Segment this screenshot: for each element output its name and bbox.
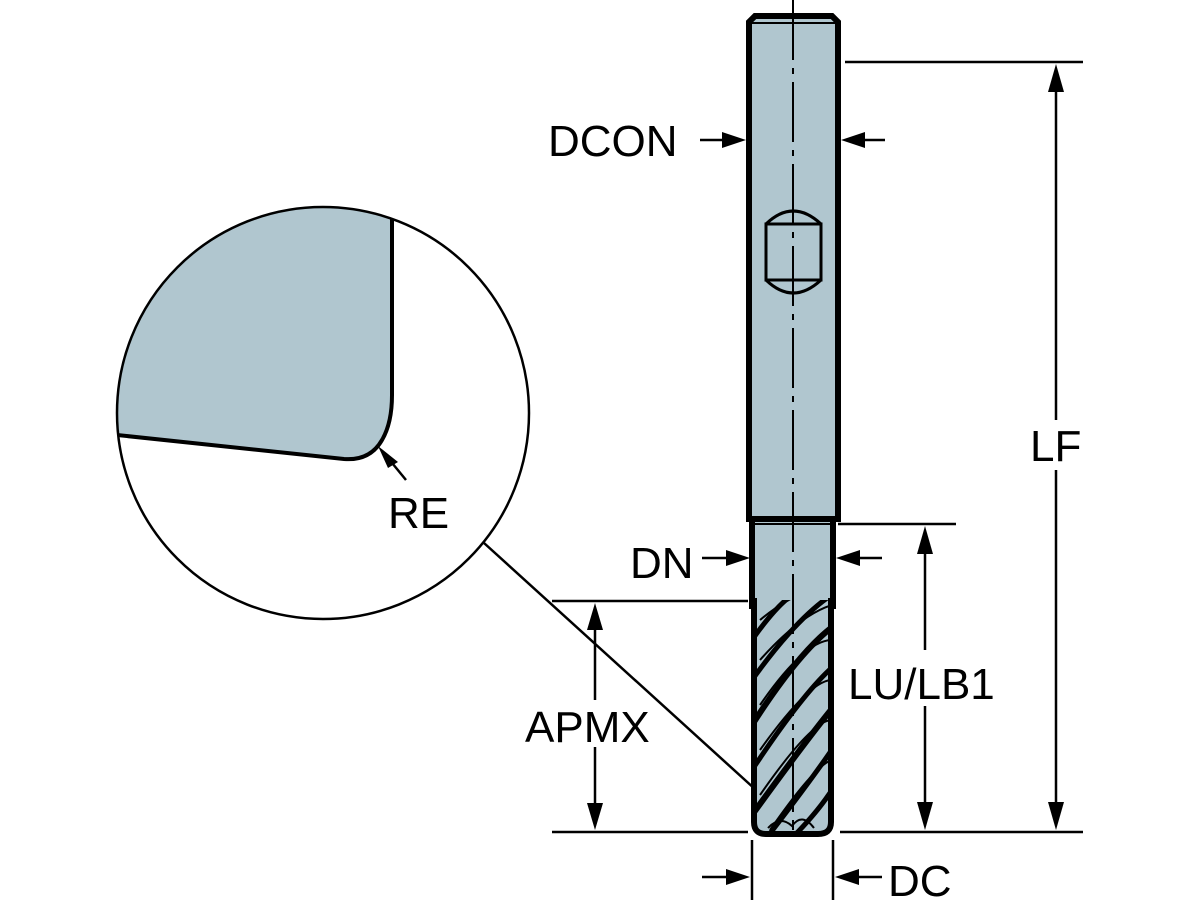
dcon-arrow-left-icon — [722, 132, 746, 148]
dc-arrow-right-icon — [835, 869, 859, 885]
dimension-lu-lb1: LU/LB1 — [838, 522, 995, 830]
apmx-arrow-down-icon — [587, 803, 603, 830]
dimension-lf: LF — [840, 60, 1088, 834]
corner-radius-detail-view: RE — [115, 205, 757, 791]
end-mill-tool — [746, 0, 841, 837]
label-dn: DN — [630, 539, 694, 588]
label-dcon: DCON — [548, 117, 678, 166]
lf-arrow-down-icon — [1048, 802, 1064, 830]
flutes — [751, 598, 834, 837]
re-arrow-icon — [378, 446, 398, 468]
dn-arrow-right-icon — [836, 550, 860, 566]
dc-arrow-left-icon — [726, 869, 750, 885]
dimension-dc: DC — [702, 840, 952, 900]
label-apmx: APMX — [525, 703, 650, 752]
detail-leader-line — [483, 542, 757, 791]
dimension-dn: DN — [630, 539, 882, 588]
dimension-apmx: APMX — [525, 599, 748, 834]
lu-arrow-down-icon — [917, 802, 933, 830]
dcon-arrow-right-icon — [841, 132, 865, 148]
lf-arrow-up-icon — [1048, 64, 1064, 92]
lu-arrow-up-icon — [917, 526, 933, 554]
apmx-arrow-up-icon — [587, 603, 603, 630]
label-lu-lb1: LU/LB1 — [848, 660, 995, 709]
label-re: RE — [388, 489, 449, 538]
dimension-dcon: DCON — [548, 117, 885, 166]
label-lf: LF — [1030, 422, 1081, 471]
dn-arrow-left-icon — [726, 550, 750, 566]
detail-circle — [115, 205, 531, 621]
label-dc: DC — [888, 857, 952, 900]
